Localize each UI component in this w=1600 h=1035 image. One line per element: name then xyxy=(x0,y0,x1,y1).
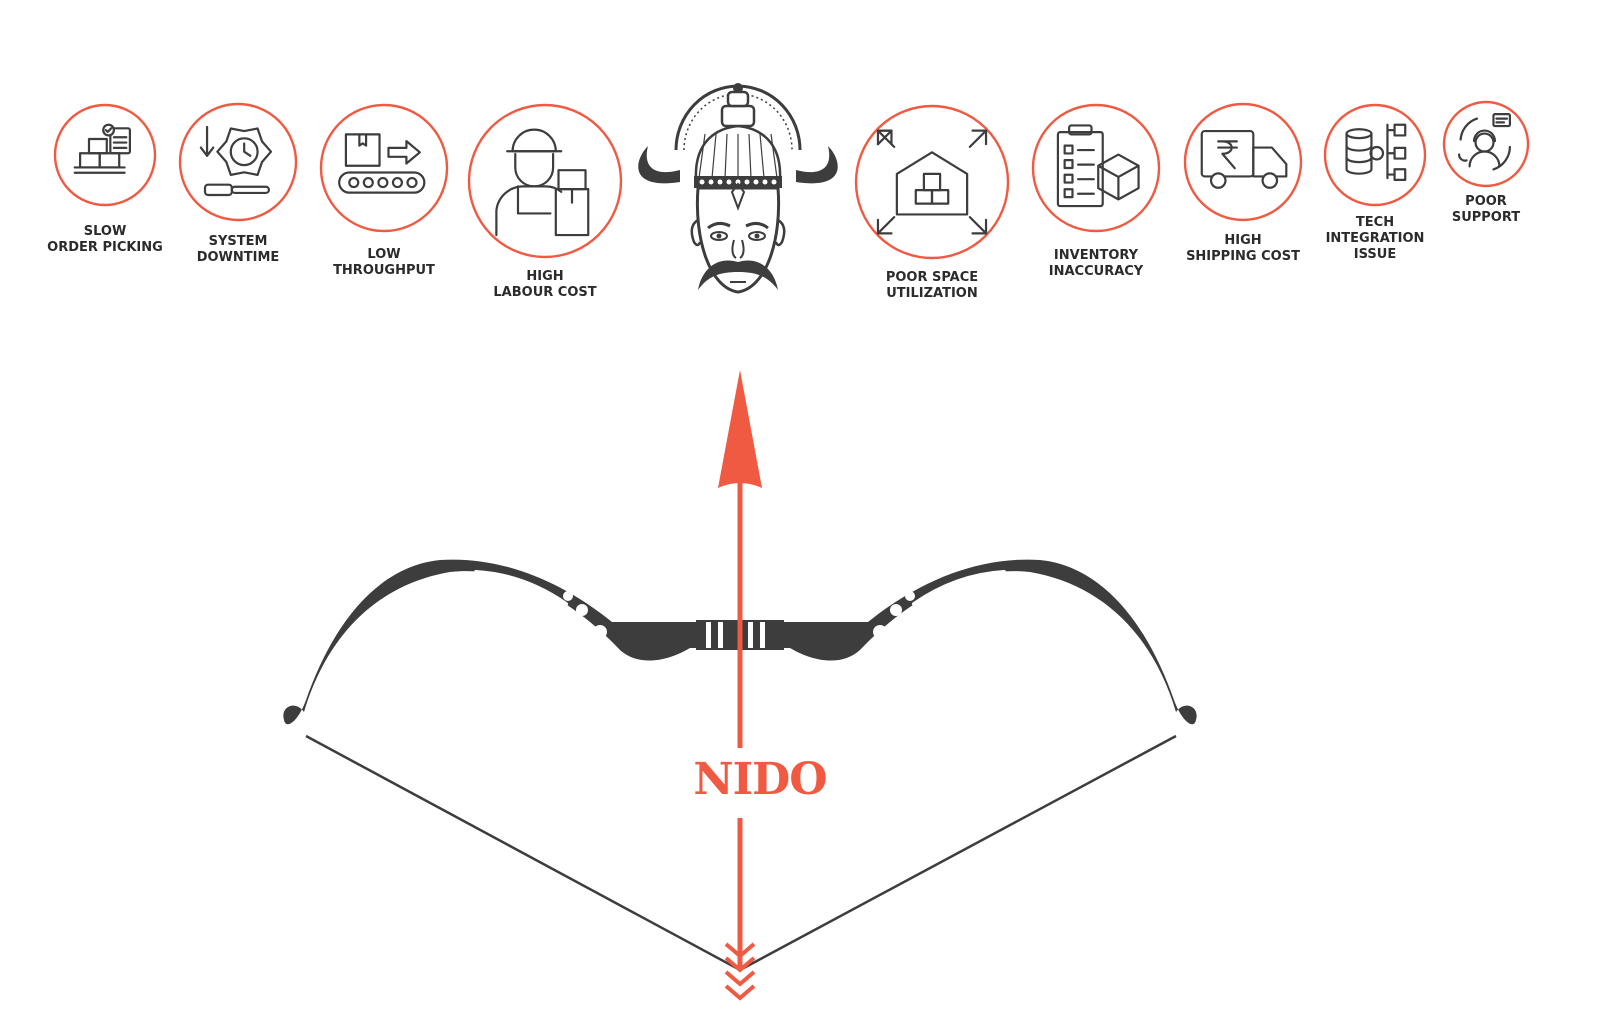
clipboard-box-icon xyxy=(1056,124,1140,208)
worker-icon xyxy=(495,128,590,237)
demon-king-face-icon xyxy=(638,83,838,294)
problem-label-line: SUPPORT xyxy=(1451,210,1521,225)
problem-ring xyxy=(1323,103,1427,207)
problem-ring xyxy=(1031,103,1161,233)
problem-label-line: SYSTEM xyxy=(208,234,268,249)
problem-low-throughput xyxy=(319,103,449,233)
brand-wordmark: NIDO xyxy=(683,754,837,806)
problem-inventory-inaccuracy xyxy=(1031,103,1161,233)
problem-label-line: UTILIZATION xyxy=(886,286,978,301)
problem-label-line: THROUGHPUT xyxy=(333,263,435,278)
conveyor-icon xyxy=(338,133,426,194)
problem-slow-order-picking xyxy=(53,103,157,207)
problem-label-line: POOR xyxy=(1465,194,1507,209)
problem-ring xyxy=(53,103,157,207)
warehouse-expand-icon xyxy=(876,129,988,235)
bow-right-limb xyxy=(780,559,1197,725)
arrow xyxy=(718,370,762,1001)
problem-system-downtime xyxy=(178,102,298,222)
problem-label-line: TECH xyxy=(1355,215,1395,230)
problem-label-line: HIGH xyxy=(1224,233,1262,248)
problem-ring xyxy=(1183,102,1303,222)
problem-high-labour-cost xyxy=(467,103,623,259)
problem-poor-support xyxy=(1442,100,1530,188)
problem-tech-integration-issue xyxy=(1323,103,1427,207)
problem-label-line: INTEGRATION xyxy=(1325,231,1425,246)
problem-ring xyxy=(319,103,449,233)
problem-label-line: INVENTORY xyxy=(1053,248,1139,263)
problem-label-line: HIGH xyxy=(526,269,564,284)
problem-label-line: LOW xyxy=(367,247,401,262)
bow-and-arrow-icon xyxy=(283,370,1197,1001)
problem-poor-space-utilization xyxy=(854,104,1010,260)
problem-ring xyxy=(467,103,623,259)
bow-left-limb xyxy=(283,559,700,725)
problem-label-line: ISSUE xyxy=(1353,247,1397,262)
problem-label-line: POOR SPACE xyxy=(885,270,979,285)
problem-label-line: DOWNTIME xyxy=(196,250,280,265)
arrowhead xyxy=(718,370,762,488)
problem-label-line: SHIPPING COST xyxy=(1186,249,1300,264)
problem-ring xyxy=(854,104,1010,260)
problem-high-shipping-cost xyxy=(1183,102,1303,222)
rupee-truck-icon xyxy=(1200,129,1288,189)
gear-clock-icon xyxy=(199,125,273,197)
problem-label-line: SLOW xyxy=(83,224,127,239)
problem-ring xyxy=(1442,100,1530,188)
problem-label-line: LABOUR COST xyxy=(493,285,597,300)
database-gear-icon xyxy=(1345,123,1407,181)
boxes-checklist-icon xyxy=(73,123,131,174)
problem-label-line: INACCURACY xyxy=(1048,264,1144,279)
problem-label-line: ORDER PICKING xyxy=(47,240,163,255)
problem-ring xyxy=(178,102,298,222)
support-agent-icon xyxy=(1458,113,1512,171)
